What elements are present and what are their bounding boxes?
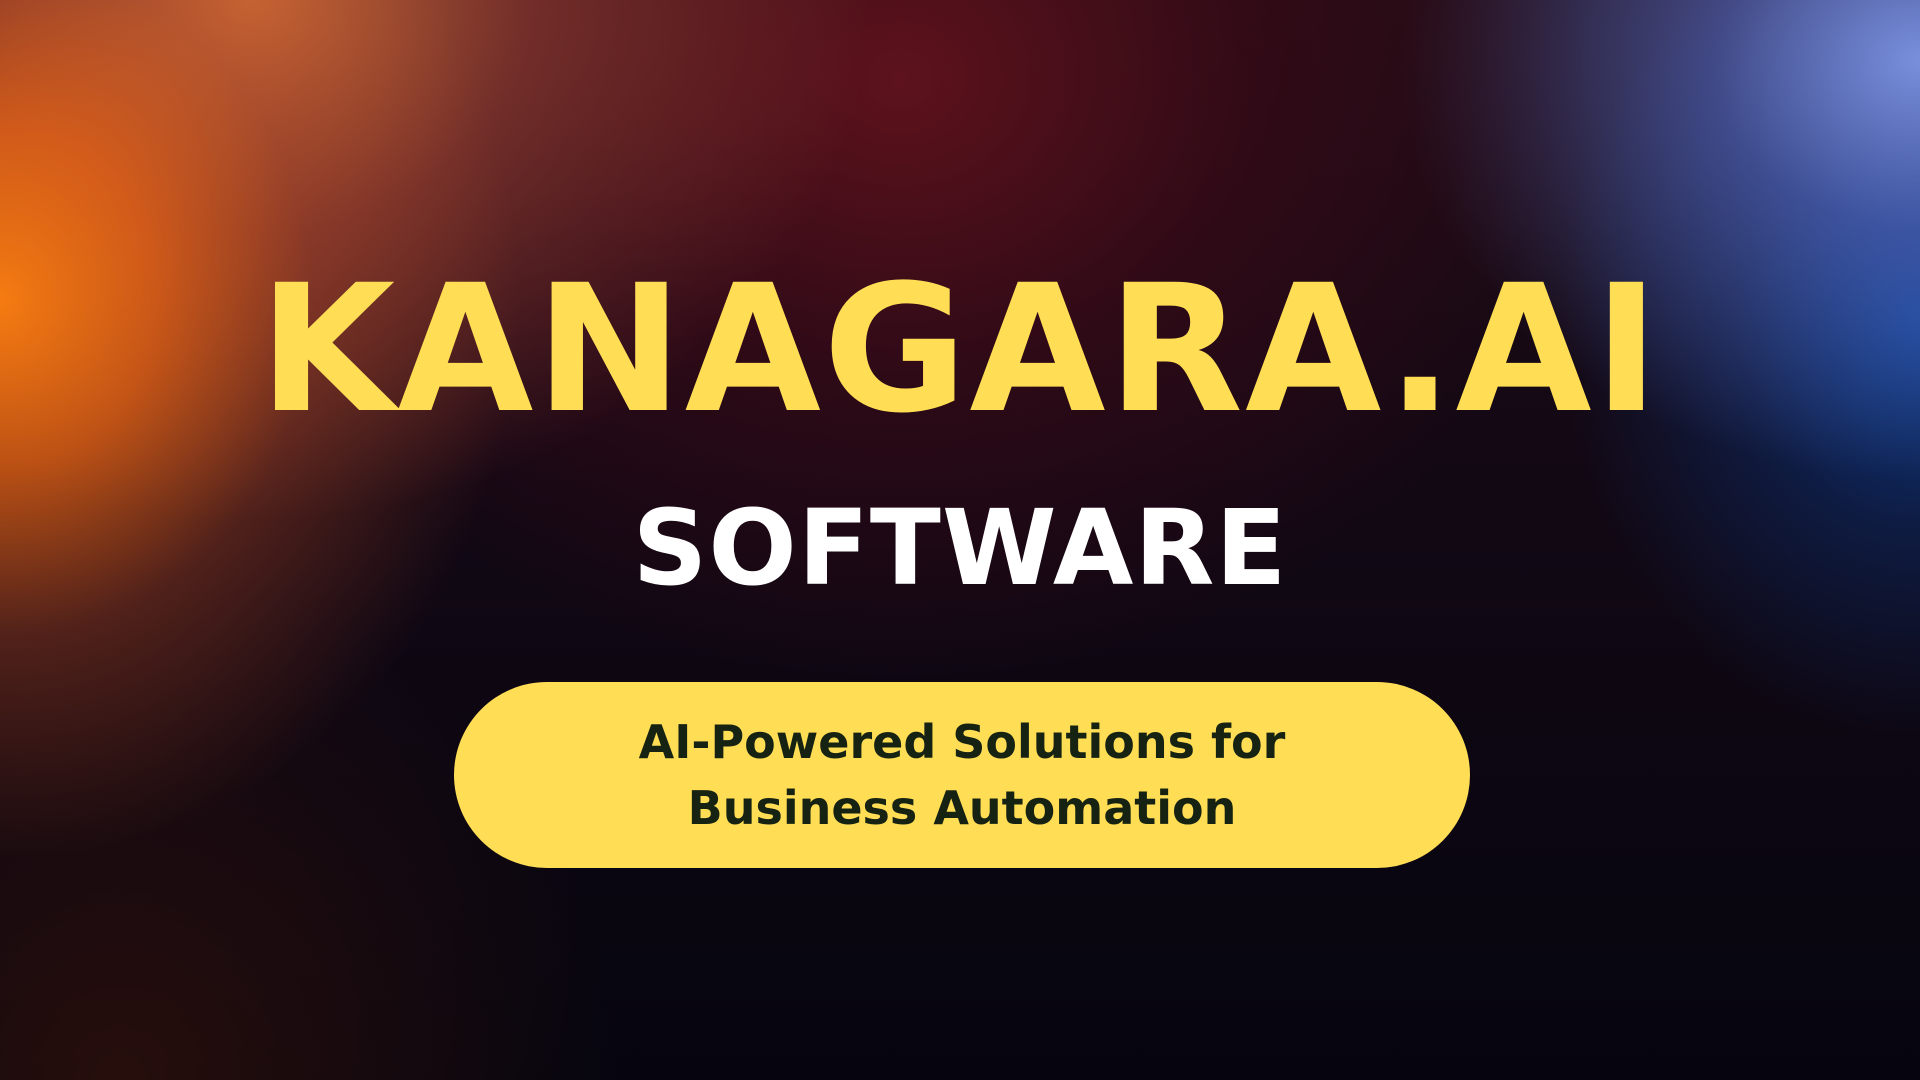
tagline-line-2: Business Automation xyxy=(687,781,1237,835)
tagline-pill: AI-Powered Solutions for Business Automa… xyxy=(454,682,1470,868)
tagline-text: AI-Powered Solutions for Business Automa… xyxy=(512,709,1412,841)
brand-title: KANAGARA.AI xyxy=(258,247,1662,452)
brand-subtitle: SOFTWARE xyxy=(632,487,1288,609)
tagline-line-1: AI-Powered Solutions for xyxy=(638,715,1286,769)
